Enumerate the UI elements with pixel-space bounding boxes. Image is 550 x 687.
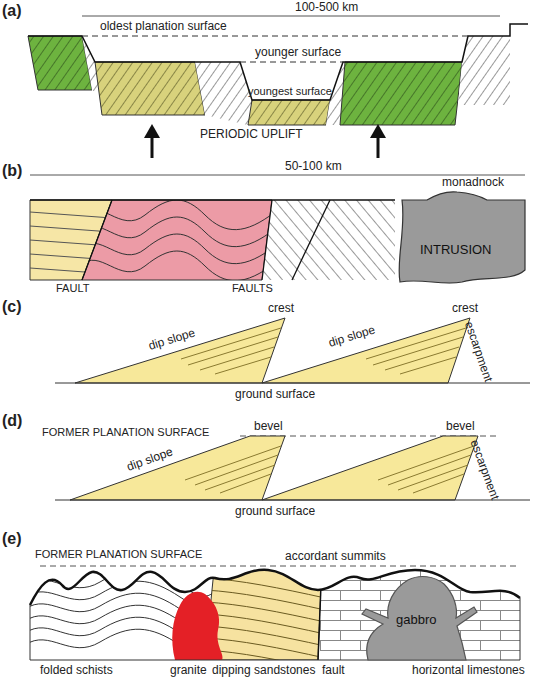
surface-label: oldest planation surface: [100, 20, 227, 34]
shape-outline: [392, 190, 527, 282]
node-text: INTRUSION: [420, 242, 492, 257]
rock-label: dipping sandstones: [212, 664, 315, 678]
surface-label: youngest surface: [248, 85, 332, 98]
surface-label: ground surface: [235, 505, 315, 519]
landform-label: bevel: [446, 420, 475, 434]
panel-letter: (a): [2, 2, 22, 20]
landform-label: monadnock: [442, 176, 504, 190]
process-label: PERIODIC UPLIFT: [200, 128, 303, 142]
surface-label: younger surface: [255, 46, 341, 60]
landform-label: crest: [452, 302, 478, 316]
panel-letter: (d): [2, 412, 22, 430]
landform-label: accordant summits: [285, 550, 386, 564]
dimension-label: 50-100 km: [285, 160, 342, 174]
landform-label: bevel: [254, 420, 283, 434]
landform-label: crest: [268, 302, 294, 316]
rock-label: granite: [170, 664, 207, 678]
rock-label: horizontal limestones: [412, 664, 525, 678]
dimension-label: 100-500 km: [295, 1, 358, 15]
structure-label: FAULTS: [232, 282, 273, 295]
panel-e-art: [25, 560, 520, 670]
panel-a-art: [28, 16, 528, 158]
panel-c-art: [55, 318, 530, 383]
landform-label: escarpment: [461, 320, 494, 384]
shape-path: [362, 577, 477, 660]
landform-label: escarpment: [467, 438, 501, 502]
intrusion-body: INTRUSION: [392, 190, 527, 282]
structure-label: FAULT: [56, 282, 89, 295]
gabbro-body: gabbro: [358, 574, 478, 662]
surface-label: FORMER PLANATION SURFACE: [42, 426, 209, 439]
panel-d-art: [55, 436, 530, 500]
shape-path: [399, 192, 525, 283]
panel-letter: (e): [2, 530, 22, 548]
panel-letter: (b): [2, 162, 22, 180]
surface-label: ground surface: [235, 388, 315, 402]
panel-letter: (c): [2, 298, 22, 316]
landform-label: dip slope: [327, 323, 377, 350]
rock-label: folded schists: [40, 664, 113, 678]
surface-label: FORMER PLANATION SURFACE: [35, 548, 202, 561]
node-text: gabbro: [396, 612, 436, 627]
structure-label: fault: [322, 664, 345, 678]
